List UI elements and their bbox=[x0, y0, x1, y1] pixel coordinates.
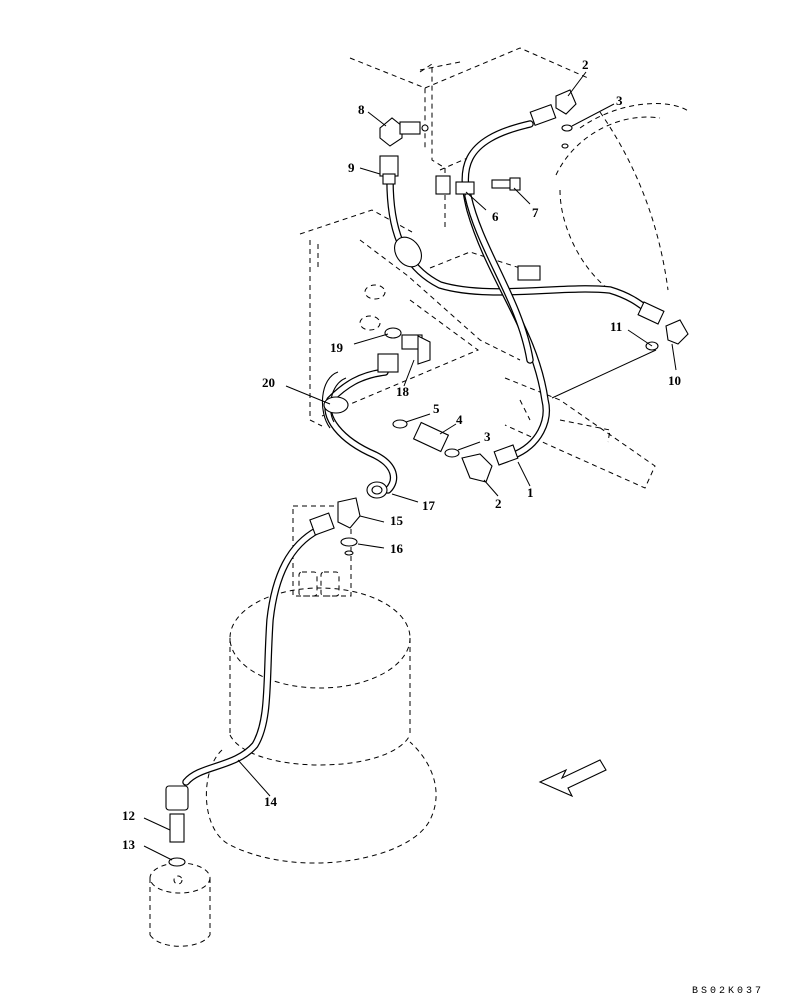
callout-12: 12 bbox=[122, 808, 135, 823]
callout-3-upper: 3 bbox=[616, 93, 623, 108]
callout-16: 16 bbox=[390, 541, 404, 556]
bracket-6 bbox=[517, 265, 541, 281]
phantom-structures bbox=[149, 47, 691, 947]
fitting-8 bbox=[379, 117, 429, 147]
hose-17 bbox=[324, 368, 398, 494]
callout-18: 18 bbox=[396, 384, 410, 399]
hose-1 bbox=[461, 120, 550, 460]
callout-1: 1 bbox=[527, 485, 534, 500]
callout-11: 11 bbox=[610, 319, 622, 334]
callout-9: 9 bbox=[348, 160, 355, 175]
callout-15: 15 bbox=[390, 513, 404, 528]
hose-sleeve bbox=[394, 236, 422, 268]
drawing-code: BS02K037 bbox=[692, 986, 764, 997]
hoses bbox=[182, 120, 652, 786]
front-direction-arrow-icon bbox=[538, 759, 607, 798]
callout-3-lower: 3 bbox=[484, 429, 491, 444]
clamp-20 bbox=[321, 371, 349, 429]
callout-5: 5 bbox=[433, 401, 440, 416]
clamp-6 bbox=[435, 175, 475, 195]
fitting-4 bbox=[392, 419, 460, 458]
callout-10: 10 bbox=[668, 373, 681, 388]
callout-2-upper: 2 bbox=[582, 57, 589, 72]
callout-2-lower: 2 bbox=[495, 496, 502, 511]
callout-20: 20 bbox=[262, 375, 275, 390]
callout-14: 14 bbox=[264, 794, 278, 809]
fitting-17-nut bbox=[366, 481, 388, 499]
callout-7: 7 bbox=[532, 205, 539, 220]
fitting-12 bbox=[165, 785, 189, 867]
fitting-18 bbox=[377, 327, 431, 373]
callouts: 1 2 2 3 3 4 5 6 7 8 9 10 11 12 13 14 15 … bbox=[122, 57, 681, 852]
callout-19: 19 bbox=[330, 340, 344, 355]
callout-13: 13 bbox=[122, 837, 136, 852]
hose-9 bbox=[386, 176, 652, 314]
callout-8: 8 bbox=[358, 102, 365, 117]
fittings bbox=[165, 89, 689, 867]
callout-6: 6 bbox=[492, 209, 499, 224]
leader-lines bbox=[143, 71, 677, 861]
callout-17: 17 bbox=[422, 498, 436, 513]
fitting-10 bbox=[637, 301, 689, 351]
fitting-9-end bbox=[379, 155, 399, 185]
callout-4: 4 bbox=[456, 412, 463, 427]
hose-14 bbox=[182, 526, 322, 786]
fitting-2-lower bbox=[461, 444, 519, 483]
fitting-15 bbox=[309, 497, 361, 556]
bolt-7 bbox=[491, 177, 521, 191]
fitting-2-upper bbox=[529, 89, 577, 149]
